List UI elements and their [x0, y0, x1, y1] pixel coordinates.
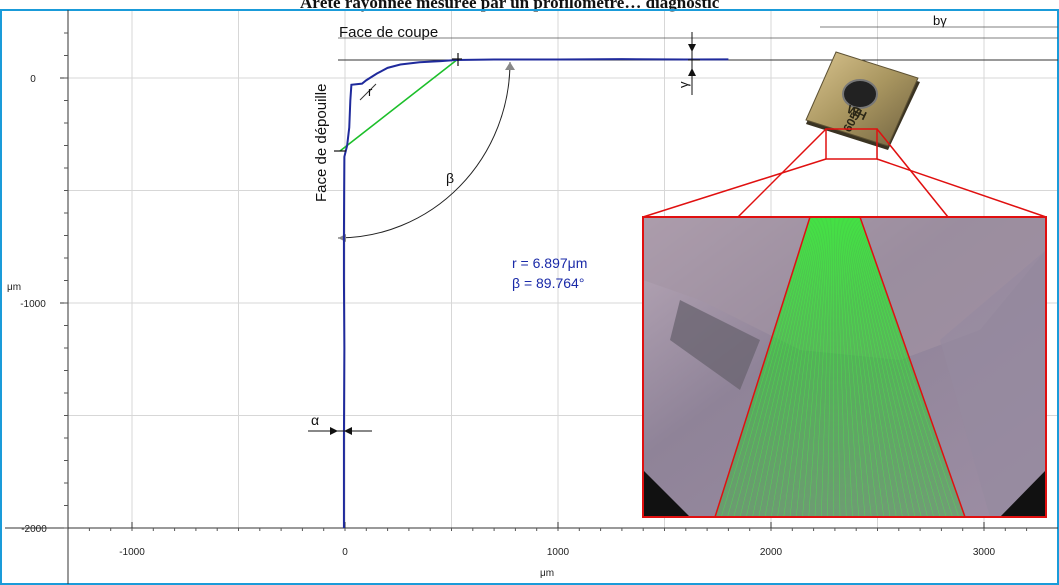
by-label: bγ [933, 13, 947, 28]
r-symbol-label: r [368, 84, 373, 99]
alpha-arrow-right [344, 427, 352, 435]
zoom-line-inner-left [737, 128, 827, 218]
chart-frame [0, 9, 1059, 585]
insert-photo: WH 6050 [805, 51, 920, 150]
zoom-line-right [876, 158, 1047, 218]
beta-symbol-label: β [446, 170, 454, 186]
y-tick-label: -2000 [21, 524, 47, 535]
zoom-source-box [825, 128, 878, 160]
y-tick-label: 0 [30, 74, 36, 85]
flank-face-label: Face de dépouille [313, 84, 330, 202]
x-tick-label: -1000 [119, 547, 145, 558]
x-tick-label: 0 [342, 547, 348, 558]
zoom-line-inner-right [876, 128, 949, 218]
gamma-arrow-bottom [688, 68, 696, 76]
y-axis-label: μm [7, 282, 21, 293]
radius-result: r = 6.897μm [512, 255, 587, 271]
x-tick-label: 1000 [547, 547, 570, 558]
insert-hole [842, 79, 878, 109]
microscope-photo [643, 217, 1046, 517]
radius-pointer [359, 83, 377, 101]
zoom-line-left [642, 158, 827, 218]
rake-face-label: Face de coupe [339, 24, 438, 41]
beta-arc [337, 61, 511, 239]
tick-marks: -1000 0 1000 2000 3000 0 -1000 -2000 [20, 32, 1028, 558]
x-tick-label: 3000 [973, 547, 996, 558]
alpha-arrow-left [330, 427, 338, 435]
alpha-symbol-label: α [311, 412, 319, 428]
beta-arc-start-arrow [505, 62, 515, 70]
gamma-arrow-top [688, 44, 696, 52]
beta-result: β = 89.764° [512, 275, 584, 291]
gamma-symbol-label: γ [676, 81, 691, 88]
laser-projection [715, 217, 965, 517]
profile-curve [342, 58, 729, 528]
laser-frame [713, 216, 967, 518]
x-tick-label: 2000 [760, 547, 783, 558]
x-axis-label: μm [540, 568, 554, 579]
laser-lines [714, 217, 966, 517]
y-tick-label: -1000 [20, 299, 46, 310]
chord-line [339, 58, 459, 152]
